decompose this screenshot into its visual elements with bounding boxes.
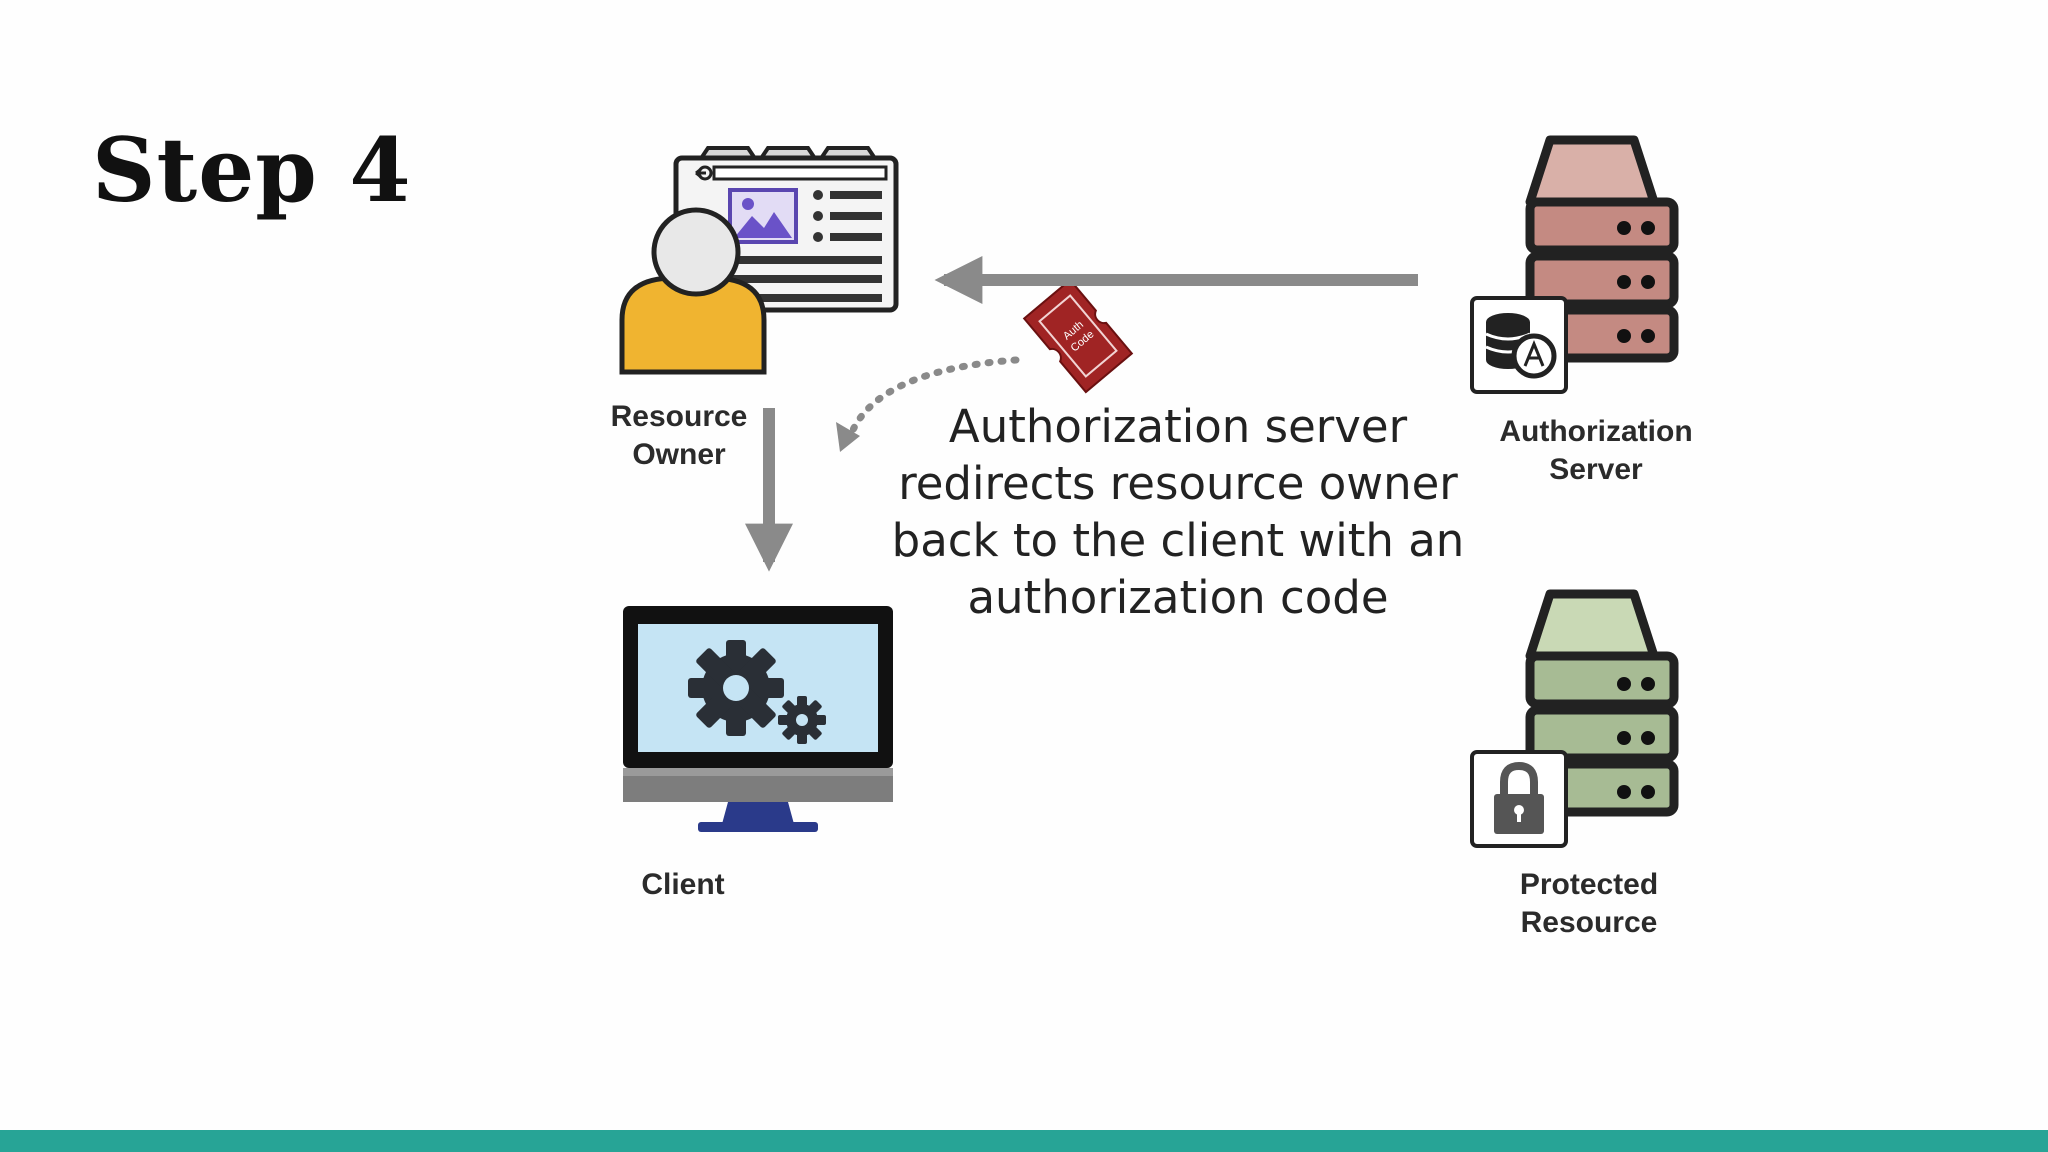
slide-title: Step 4 — [92, 118, 412, 222]
label-line: Resource — [610, 400, 748, 433]
label-line: Resource — [1520, 906, 1658, 939]
description-line: Authorization server — [948, 400, 1408, 453]
dotted-arrow-auth-code-to-client — [848, 356, 1020, 436]
node-label-client: Client — [641, 866, 724, 904]
authorization-server-icon — [1470, 135, 1679, 394]
label-line: Server — [1549, 453, 1643, 486]
description-line: redirects resource owner — [898, 457, 1458, 510]
monitor-gears-icon — [623, 606, 893, 832]
protected-resource-icon — [1470, 589, 1679, 848]
label-line: Authorization — [1499, 415, 1693, 448]
user-icon — [619, 207, 767, 375]
description-line: back to the client with an — [891, 514, 1465, 567]
node-label-protected-resource: Protected Resource — [1520, 866, 1658, 942]
node-label-resource-owner: Resource Owner — [611, 398, 748, 474]
lock-icon — [1470, 750, 1568, 848]
node-label-authorization-server: Authorization Server — [1499, 413, 1692, 489]
label-line: Client — [641, 868, 725, 901]
footer-accent-bar — [0, 1130, 2048, 1152]
dotted-arrow-head — [836, 422, 860, 452]
auth-code-ticket-icon: Auth Code — [1022, 278, 1134, 394]
step-description: Authorization server redirects resource … — [878, 398, 1478, 626]
database-badge-icon — [1470, 296, 1568, 394]
description-line: authorization code — [967, 571, 1389, 624]
label-line: Protected — [1519, 868, 1659, 901]
label-line: Owner — [632, 438, 726, 471]
